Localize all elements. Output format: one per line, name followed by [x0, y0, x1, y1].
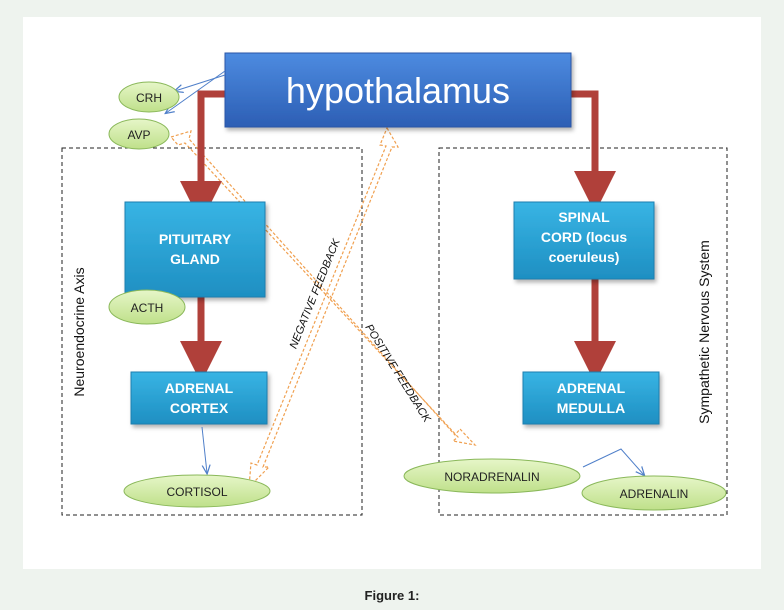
crh-label: CRH — [136, 91, 162, 105]
neuroendocrine-axis-label: Neuroendocrine Axis — [71, 267, 87, 396]
acth-label: ACTH — [131, 301, 164, 315]
connector-crh — [175, 74, 226, 91]
pituitary-line-2: GLAND — [170, 251, 220, 267]
figure-caption: Figure 1: — [364, 588, 420, 603]
sympathetic-region — [438, 147, 728, 516]
hypothalamus-box: hypothalamus — [224, 52, 572, 128]
adrenal-medulla-line-1: ADRENAL — [557, 380, 626, 396]
hypothalamus-to-pituitary-arrow — [180, 90, 225, 223]
avp-label: AVP — [127, 128, 150, 142]
noradrenalin-label: NORADRENALIN — [444, 470, 539, 484]
cortisol-ellipse: CORTISOL — [123, 474, 271, 508]
spinal-line-2: CORD (locus — [541, 229, 628, 245]
pituitary-line-1: PITUITARY — [159, 231, 232, 247]
spinal-cord-box: SPINAL CORD (locus coeruleus) — [513, 201, 655, 280]
hpa-diagram: Neuroendocrine Axis Sympathetic Nervous … — [61, 52, 728, 516]
connector-cortisol — [201, 426, 207, 473]
adrenal-medulla-line-2: MEDULLA — [557, 400, 625, 416]
crh-ellipse: CRH — [118, 81, 180, 113]
adrenal-cortex-line-2: CORTEX — [170, 400, 229, 416]
negative-feedback-arrow — [248, 126, 400, 489]
spinal-line-3: coeruleus) — [549, 249, 620, 265]
adrenalin-label: ADRENALIN — [620, 487, 689, 501]
acth-ellipse: ACTH — [108, 289, 186, 325]
hypothalamus-to-spinal-arrow — [571, 90, 616, 213]
connector-avp — [166, 70, 226, 113]
positive-feedback-label: POSITIVE FEEDBACK — [362, 322, 432, 425]
pituitary-gland-box: PITUITARY GLAND — [124, 201, 266, 298]
figure-panel: Neuroendocrine Axis Sympathetic Nervous … — [23, 17, 761, 569]
cortisol-label: CORTISOL — [166, 485, 227, 499]
noradrenalin-ellipse: NORADRENALIN — [403, 458, 581, 494]
negative-feedback-label: NEGATIVE FEEDBACK — [288, 237, 343, 351]
avp-ellipse: AVP — [108, 118, 170, 150]
adrenal-medulla-box: ADRENAL MEDULLA — [522, 371, 660, 425]
positive-feedback-arrow — [169, 130, 477, 446]
adrenal-cortex-line-1: ADRENAL — [165, 380, 234, 396]
hypothalamus-label: hypothalamus — [286, 70, 510, 111]
adrenalin-ellipse: ADRENALIN — [581, 475, 727, 511]
connector-adrenalin — [582, 448, 644, 475]
sympathetic-system-label: Sympathetic Nervous System — [696, 240, 712, 424]
adrenal-cortex-box: ADRENAL CORTEX — [130, 371, 268, 425]
spinal-line-1: SPINAL — [558, 209, 610, 225]
